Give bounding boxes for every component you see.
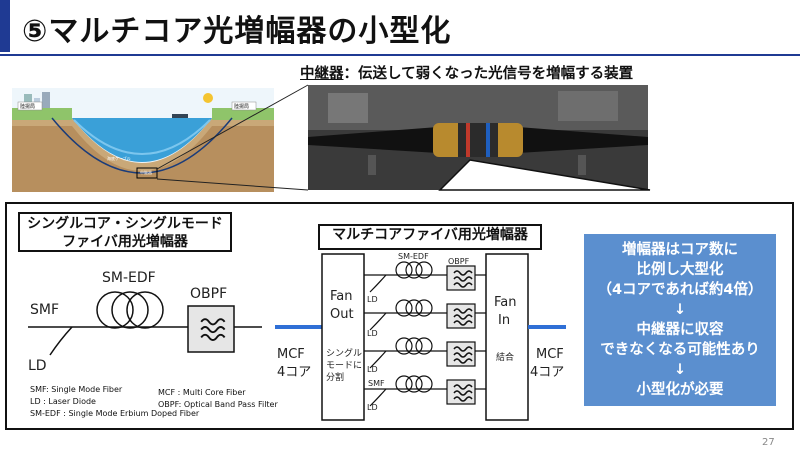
fan-out-box (321, 253, 365, 421)
page-number: 27 (762, 437, 775, 448)
multi-smf-label: SMF (368, 379, 385, 388)
title-accent-bar (0, 0, 10, 52)
single-title-line2: ファイバ用光増幅器 (62, 234, 188, 250)
single-ld-label: LD (28, 358, 47, 374)
legend-right: MCF : Multi Core Fiber OBPF: Optical Ban… (158, 387, 278, 411)
callout-line6: 小型化が必要 (636, 382, 724, 398)
left-station-label: 陸揚局 (20, 103, 35, 110)
repeater-definition: 中継器：伝送して弱くなった光信号を増幅する装置 (300, 62, 633, 83)
undersea-cable-illustration: 陸揚局 陸揚局 海底ケーブル 中継器 (12, 88, 274, 192)
fan-out-desc1: シングル (326, 347, 362, 359)
multi-ld-label-1: LD (367, 295, 378, 304)
fan-in-label1: Fan (494, 295, 517, 310)
fan-in-label2: In (498, 313, 510, 328)
callout-line3: （4コアであれば約4倍） (597, 282, 763, 298)
single-smedf-label: SM-EDF (102, 270, 156, 286)
cable-label: 海底ケーブル (107, 155, 131, 161)
multi-ld-label-2: LD (367, 329, 378, 338)
sun-icon (203, 93, 213, 103)
callout-arrow-2: ↓ (673, 362, 687, 378)
multi-obpf-label: OBPF (448, 257, 470, 266)
ship-icon (172, 114, 188, 118)
amplifier-comparison-panel (5, 202, 794, 430)
mcf-left-label: MCF (277, 347, 305, 362)
fan-out-desc3: 分割 (326, 371, 344, 383)
repeater-description: ：伝送して弱くなった光信号を増幅する装置 (343, 66, 634, 82)
right-station-label: 陸揚局 (234, 103, 249, 110)
legend-ld: LD : Laser Diode (30, 397, 96, 406)
callout-line5: できなくなる可能性あり (600, 342, 760, 358)
mcf-left-cores: 4コア (277, 365, 311, 380)
legend-smf: SMF: Single Mode Fiber (30, 385, 123, 394)
legend-left: SMF: Single Mode Fiber LD : Laser Diode … (30, 384, 199, 420)
repeater-term: 中継器 (300, 66, 344, 82)
fan-out-label2: Out (330, 307, 354, 322)
lane-1 (364, 261, 486, 293)
legend-obpf: OBPF: Optical Band Pass Filter (158, 400, 278, 409)
multi-ld-label-4: LD (367, 403, 378, 412)
slide-title: ⑤マルチコア光増幅器の小型化 (22, 14, 452, 49)
mcf-right-cores: 4コア (530, 365, 564, 380)
single-core-amplifier-title: シングルコア・シングルモード ファイバ用光増幅器 (18, 212, 232, 252)
lane-4 (364, 375, 486, 407)
single-smf-label: SMF (30, 302, 59, 318)
repeater-illus-label: 中継器 (140, 169, 152, 175)
callout-line2: 比例し大型化 (636, 262, 724, 278)
multi-ld-label-3: LD (367, 365, 378, 374)
fiber-coil-icon (96, 291, 164, 329)
callout-line1: 増幅器はコア数に (622, 242, 738, 258)
callout-line4: 中継器に収容 (636, 322, 724, 338)
legend-smedf: SM-EDF : Single Mode Erbium Doped Fiber (30, 409, 200, 418)
single-ld-coupler (49, 326, 73, 356)
title-divider (0, 54, 800, 56)
multi-core-amplifier-title: マルチコアファイバ用光増幅器 (318, 224, 542, 250)
lane-3 (364, 337, 486, 369)
single-obpf-label: OBPF (190, 286, 227, 302)
conclusion-callout: 増幅器はコア数に 比例し大型化 （4コアであれば約4倍） ↓ 中継器に収容 でき… (584, 234, 776, 406)
single-title-line1: シングルコア・シングルモード (27, 216, 223, 232)
mcf-right-label: MCF (536, 347, 564, 362)
legend-mcf: MCF : Multi Core Fiber (158, 388, 246, 397)
fan-out-label1: Fan (330, 289, 353, 304)
fan-in-desc: 結合 (496, 351, 514, 363)
callout-arrow-1: ↓ (673, 302, 687, 318)
single-obpf-filter-icon (187, 305, 235, 353)
fan-out-desc2: モードに (326, 360, 362, 371)
multi-smedf-label: SM-EDF (398, 252, 429, 261)
lane-2 (364, 299, 486, 331)
fan-in-box (485, 253, 529, 421)
repeater-highlight-box (136, 167, 158, 179)
